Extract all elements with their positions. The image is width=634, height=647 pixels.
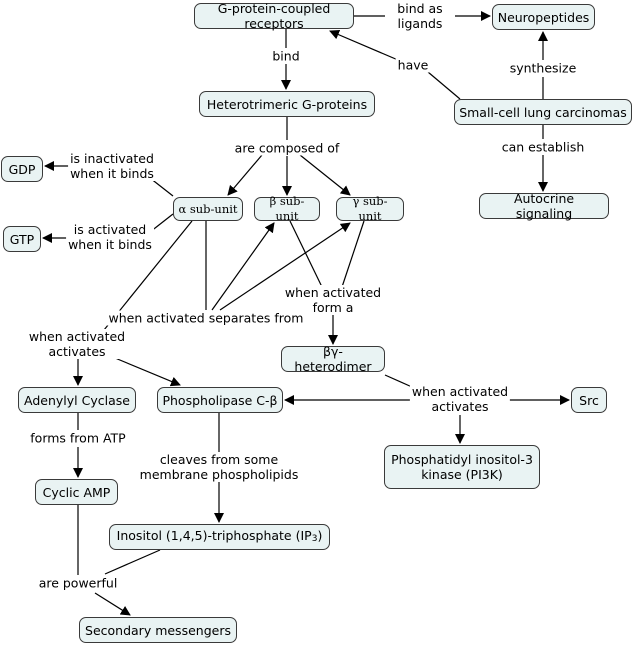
edge-powerful-secondary xyxy=(94,592,131,616)
label-are-composed-of: are composed of xyxy=(232,140,342,156)
edge-sclc-have xyxy=(427,71,461,100)
ip3-subscript: 3 xyxy=(311,533,318,544)
node-gamma-subunit[interactable]: γ sub-unit xyxy=(336,194,404,223)
node-gtp-label: GTP xyxy=(9,231,35,247)
node-gdp-label: GDP xyxy=(8,161,36,177)
node-adenylyl-cyclase[interactable]: Adenylyl Cyclase xyxy=(18,387,136,413)
node-src-label: Src xyxy=(579,392,599,408)
node-gpcr-label: G-protein-coupled receptors xyxy=(217,1,331,31)
ip3-end-text: ) xyxy=(317,527,323,543)
label-synthesize: synthesize xyxy=(507,60,579,76)
label-bg-activates: when activated activates xyxy=(409,384,511,414)
node-secondary-messengers[interactable]: Secondary messengers xyxy=(79,617,237,643)
node-phospholipase-label: Phospholipase C-β xyxy=(162,392,278,408)
edge-composed-gamma xyxy=(299,154,351,196)
node-gtp[interactable]: GTP xyxy=(3,226,41,252)
edge-beta-forma xyxy=(289,220,323,288)
node-gamma-label: γ sub-unit xyxy=(352,194,388,223)
edge-separates-gamma xyxy=(219,222,351,311)
node-ip3[interactable]: Inositol (1,4,5)-triphosphate (IP3) xyxy=(109,524,330,550)
label-forms-from-atp: forms from ATP xyxy=(28,430,128,446)
label-bind: bind xyxy=(270,48,302,64)
node-alpha-label: α sub-unit xyxy=(178,201,238,216)
label-have: have xyxy=(395,57,431,73)
label-can-establish: can establish xyxy=(499,139,587,155)
node-sclc-label: Small-cell lung carcinomas xyxy=(459,104,627,120)
node-heterotrimeric-label: Heterotrimeric G-proteins xyxy=(206,96,368,112)
edge-ip3-powerful xyxy=(104,549,161,575)
node-bg-heterodimer-label: βγ-heterodimer xyxy=(294,344,372,374)
edge-have-gpcr xyxy=(329,29,399,61)
edge-activates-plc xyxy=(114,357,181,387)
node-ip3-label: Inositol (1,4,5)-triphosphate (IP3) xyxy=(117,528,323,547)
edge-separates-beta xyxy=(211,222,275,311)
node-adenylyl-label: Adenylyl Cyclase xyxy=(24,392,130,408)
label-alpha-activates: when activated activates xyxy=(26,329,128,359)
node-cyclic-amp-label: Cyclic AMP xyxy=(42,484,111,500)
node-src[interactable]: Src xyxy=(571,387,607,413)
node-autocrine-label: Autocrine signaling xyxy=(513,191,575,221)
node-alpha-subunit[interactable]: α sub-unit xyxy=(173,197,243,221)
node-pi3k[interactable]: Phosphatidyl inositol-3 kinase (PI3K) xyxy=(384,445,540,489)
node-gpcr[interactable]: G-protein-coupled receptors xyxy=(194,1,354,31)
label-bind-as-ligands: bind as ligands xyxy=(395,1,445,31)
label-separates: when activated separates from xyxy=(106,310,306,326)
node-secondary-label: Secondary messengers xyxy=(85,622,231,638)
node-neuropeptides-label: Neuropeptides xyxy=(497,9,590,25)
label-inactivated: is inactivated when it binds xyxy=(68,151,156,181)
node-gdp[interactable]: GDP xyxy=(1,156,43,182)
node-sclc[interactable]: Small-cell lung carcinomas xyxy=(454,99,632,125)
node-beta-label: β sub-unit xyxy=(269,194,305,223)
node-bg-heterodimer[interactable]: βγ-heterodimer xyxy=(281,344,385,374)
node-phospholipase[interactable]: Phospholipase C-β xyxy=(157,387,283,413)
label-cleaves: cleaves from some membrane phospholipids xyxy=(137,452,301,482)
edge-composed-alpha xyxy=(227,154,263,196)
label-activated: is activated when it binds xyxy=(66,222,154,252)
node-cyclic-amp[interactable]: Cyclic AMP xyxy=(35,479,118,505)
node-autocrine[interactable]: Autocrine signaling xyxy=(479,191,609,221)
node-beta-subunit[interactable]: β sub-unit xyxy=(254,194,320,223)
edge-alpha-inactivated xyxy=(149,177,174,197)
node-heterotrimeric[interactable]: Heterotrimeric G-proteins xyxy=(199,91,375,117)
edge-gamma-forma xyxy=(341,220,365,288)
ip3-main-text: Inositol (1,4,5)-triphosphate (IP xyxy=(116,527,312,543)
node-pi3k-label: Phosphatidyl inositol-3 kinase (PI3K) xyxy=(391,452,533,482)
label-are-powerful: are powerful xyxy=(36,575,120,591)
edge-dimer-activates xyxy=(384,374,413,388)
node-neuropeptides[interactable]: Neuropeptides xyxy=(492,4,595,30)
label-form-a: when activated form a xyxy=(282,285,384,315)
